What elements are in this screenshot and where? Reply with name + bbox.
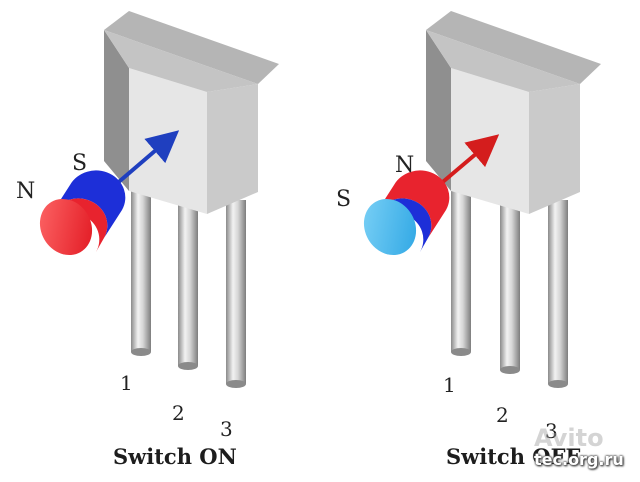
pin-label-2-right: 2 [496, 403, 509, 427]
pins-right [451, 180, 568, 388]
pin-1-left [131, 180, 151, 352]
sensor-body-left [104, 11, 279, 214]
pole-label-back-left: S [72, 151, 87, 176]
pole-label-front-right: S [336, 187, 351, 212]
body-right-face [529, 84, 580, 214]
field-arrow-left [112, 130, 180, 188]
body-left-face [426, 30, 451, 191]
body-top-face [104, 11, 279, 84]
caption-switch-off: Switch OFF [446, 444, 581, 469]
pin-label-1-left: 1 [120, 371, 133, 395]
body-right-face [207, 84, 258, 214]
watermark-brand: Avito [534, 424, 604, 452]
pin-2-left [178, 192, 198, 366]
pin-3-left [226, 200, 246, 384]
body-left-face [104, 30, 129, 191]
field-arrow-right [436, 134, 500, 188]
body-bevel [426, 30, 580, 92]
sensor-body-right [426, 11, 601, 214]
magnet-face-left [39, 198, 93, 256]
magnet-face-right [363, 198, 417, 256]
body-top-face [426, 11, 601, 84]
body-bevel [104, 30, 258, 92]
pin-label-1-right: 1 [443, 373, 456, 397]
pin-1-right [451, 180, 471, 352]
magnet-right [363, 170, 450, 256]
caption-switch-on: Switch ON [113, 444, 237, 469]
body-front-face [451, 68, 529, 214]
pole-label-back-right: N [395, 153, 414, 178]
hall-sensor-right [363, 11, 601, 388]
hall-sensor-left [39, 11, 279, 388]
pole-label-front-left: N [16, 179, 35, 204]
pin-2-right [500, 192, 520, 370]
pin-label-3-right: 3 [545, 419, 558, 443]
pin-3-right [548, 200, 568, 384]
magnet-back-pole-right [376, 170, 450, 238]
magnet-left [39, 170, 126, 256]
magnet-back-pole-left [52, 170, 126, 238]
pins-left [131, 180, 246, 388]
pin-label-2-left: 2 [172, 401, 185, 425]
pin-label-3-left: 3 [220, 417, 233, 441]
watermark-site: tec.org.ru [534, 450, 624, 469]
